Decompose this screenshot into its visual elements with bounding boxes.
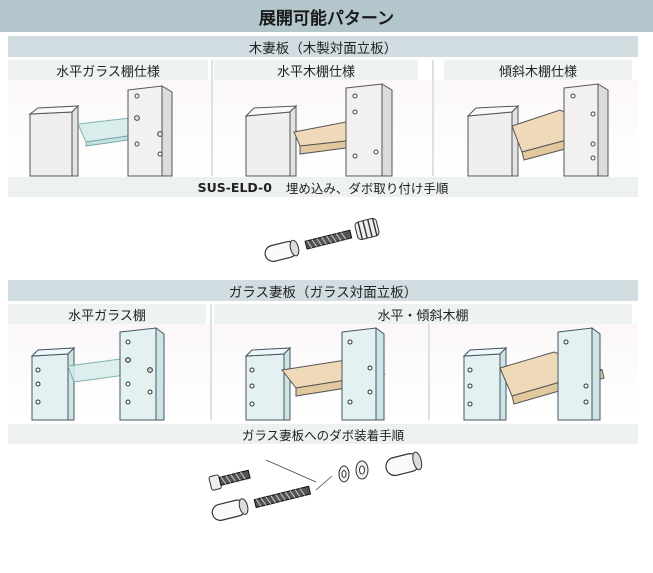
wood-col-header-wood: 水平木棚仕様 (214, 60, 418, 80)
step-description: 埋め込み、ダボ取り付け手順 (285, 180, 449, 196)
glass-col-header-wood: 水平・傾斜木棚 (214, 304, 632, 324)
dowel-parts-illustration (264, 217, 380, 263)
column-divider (428, 324, 430, 420)
wood-panel-incline-shelf-illustration (466, 83, 609, 177)
wood-panel-wood-shelf-illustration (244, 83, 393, 177)
wood-section-header: 木妻板（木製対面立板） (8, 36, 638, 57)
column-divider (210, 304, 212, 420)
glass-dowel-parts-illustration (208, 451, 423, 521)
page-title: 展開可能パターン (0, 0, 653, 32)
glass-panel-glass-shelf-illustration (30, 327, 165, 421)
column-divider (432, 60, 434, 176)
wood-install-step-bar: SUS-ELD-0 埋め込み、ダボ取り付け手順 (8, 177, 638, 197)
step-product-code: SUS-ELD-0 (197, 179, 272, 195)
glass-col-header-glass: 水平ガラス棚 (8, 304, 206, 324)
column-divider (211, 60, 213, 176)
wood-col-header-incline: 傾斜木棚仕様 (444, 60, 632, 80)
step-description: ガラス妻板へのダボ装着手順 (241, 427, 405, 443)
glass-install-step-bar: ガラス妻板へのダボ装着手順 (8, 424, 638, 444)
wood-panel-glass-shelf-illustration (28, 85, 173, 177)
glass-panel-incline-shelf-illustration (462, 327, 605, 421)
glass-panel-wood-shelf-illustration (244, 327, 386, 421)
wood-col-header-glass: 水平ガラス棚仕様 (8, 60, 208, 80)
glass-section-header: ガラス妻板（ガラス対面立板） (8, 280, 638, 301)
